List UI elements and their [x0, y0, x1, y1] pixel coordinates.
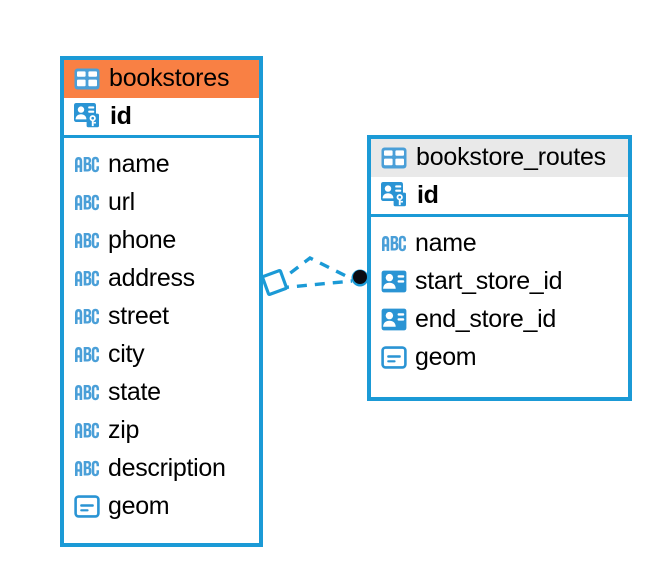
- foreign-key-icon: [381, 308, 407, 330]
- field-label-geom: geom: [415, 342, 477, 371]
- field-label-end-store-id: end_store_id: [415, 304, 556, 333]
- field-label-zip: zip: [108, 415, 140, 444]
- abc-text-icon: [75, 308, 99, 324]
- relationship-line-lower: [278, 279, 353, 290]
- abc-text-icon: [75, 156, 99, 172]
- field-row-start-store-id[interactable]: start_store_id: [381, 262, 618, 300]
- abc-text-icon: [75, 232, 99, 248]
- field-label-phone: phone: [108, 225, 177, 254]
- field-row-geom[interactable]: geom: [74, 487, 249, 525]
- relationship-circle-marker: [351, 269, 369, 287]
- abc-text-icon: [75, 194, 99, 210]
- relationship-diamond-marker: [261, 269, 288, 296]
- geometry-icon: [74, 494, 100, 518]
- entity-header-bookstores[interactable]: bookstores: [64, 60, 259, 98]
- field-label-name: name: [108, 149, 170, 178]
- primary-key-row-bookstores[interactable]: id: [64, 98, 259, 138]
- primary-key-icon: [74, 103, 99, 128]
- field-label-city: city: [108, 339, 145, 368]
- abc-text-icon: [75, 346, 99, 362]
- entity-title-bookstore-routes: bookstore_routes: [416, 143, 606, 171]
- field-row-city[interactable]: city: [74, 335, 249, 373]
- field-row-geom[interactable]: geom: [381, 338, 618, 376]
- field-list-bookstore-routes: name start_store_id: [371, 217, 628, 382]
- primary-key-icon: [381, 182, 406, 207]
- entity-table-bookstore-routes[interactable]: bookstore_routes id: [367, 135, 632, 401]
- field-row-end-store-id[interactable]: end_store_id: [381, 300, 618, 338]
- field-list-bookstores: name url phone: [64, 138, 259, 531]
- primary-key-label-bookstore-routes: id: [417, 180, 439, 209]
- field-label-description: description: [108, 453, 226, 482]
- abc-text-icon: [75, 422, 99, 438]
- field-row-address[interactable]: address: [74, 259, 249, 297]
- entity-table-bookstores[interactable]: bookstores id: [60, 56, 263, 547]
- abc-text-icon: [75, 460, 99, 476]
- entity-header-bookstore-routes[interactable]: bookstore_routes: [371, 139, 628, 177]
- geometry-icon: [381, 345, 407, 369]
- field-label-street: street: [108, 301, 169, 330]
- table-icon: [381, 147, 407, 168]
- field-row-name[interactable]: name: [381, 224, 618, 262]
- field-row-street[interactable]: street: [74, 297, 249, 335]
- foreign-key-icon: [381, 270, 407, 292]
- field-row-zip[interactable]: zip: [74, 411, 249, 449]
- field-row-state[interactable]: state: [74, 373, 249, 411]
- field-label-name: name: [415, 228, 477, 257]
- abc-text-icon: [75, 270, 99, 286]
- field-row-name[interactable]: name: [74, 145, 249, 183]
- primary-key-row-bookstore-routes[interactable]: id: [371, 177, 628, 217]
- entity-title-bookstores: bookstores: [109, 64, 230, 92]
- relationship-line-upper: [274, 256, 353, 286]
- field-label-address: address: [108, 263, 195, 292]
- primary-key-label-bookstores: id: [110, 101, 132, 130]
- field-row-phone[interactable]: phone: [74, 221, 249, 259]
- field-label-geom: geom: [108, 491, 170, 520]
- field-row-description[interactable]: description: [74, 449, 249, 487]
- field-label-url: url: [108, 187, 135, 216]
- abc-text-icon: [382, 235, 406, 251]
- field-label-start-store-id: start_store_id: [415, 266, 563, 295]
- field-row-url[interactable]: url: [74, 183, 249, 221]
- abc-text-icon: [75, 384, 99, 400]
- table-icon: [74, 68, 100, 89]
- field-label-state: state: [108, 377, 161, 406]
